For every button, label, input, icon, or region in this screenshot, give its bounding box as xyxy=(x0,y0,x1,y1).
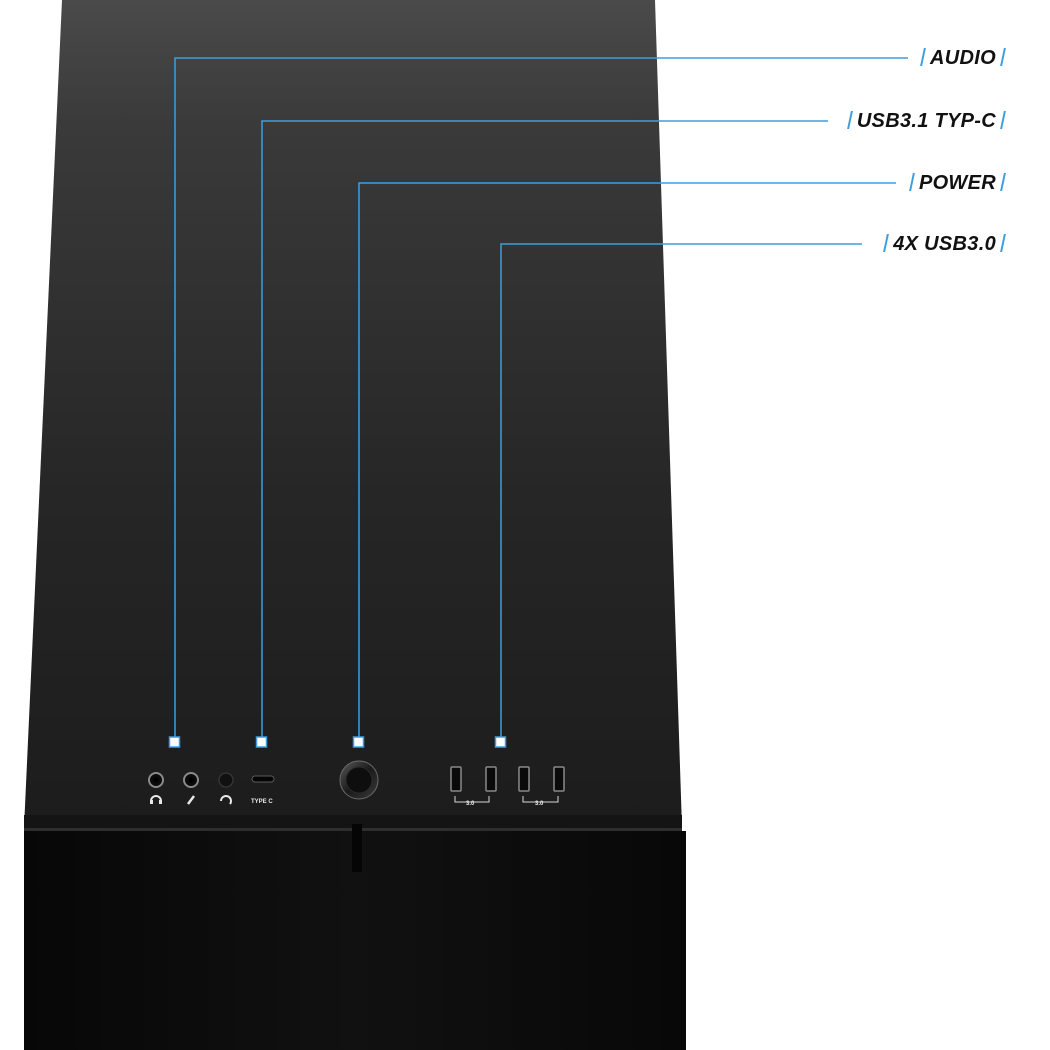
case-top-edge xyxy=(24,815,682,829)
audio-ports xyxy=(148,772,234,805)
usb-marker xyxy=(494,736,507,748)
callout-usb3: 4X USB3.0 xyxy=(879,232,1006,256)
usb-port-icon xyxy=(518,766,530,792)
reset-button xyxy=(218,772,234,788)
usb-group-2-label: 3.0 xyxy=(535,801,544,807)
usb-ports xyxy=(450,766,565,792)
callout-leaders xyxy=(174,57,908,742)
usb-group-1-label: 3.0 xyxy=(466,801,475,807)
power-button xyxy=(339,760,379,800)
typec-port: TYPE C xyxy=(251,775,275,805)
case-top-panel xyxy=(24,0,682,828)
typec-text: TYPE C xyxy=(251,799,273,805)
audio-marker xyxy=(168,736,181,748)
callout-usb-typec: USB3.1 TYP-C xyxy=(843,109,1006,133)
usb-port-icon xyxy=(553,766,565,792)
usb-port-icon xyxy=(485,766,497,792)
power-marker xyxy=(352,736,365,748)
usb-port-icon xyxy=(450,766,462,792)
callout-audio: AUDIO xyxy=(916,46,1006,70)
callout-markers xyxy=(168,736,507,748)
reset-icon xyxy=(220,795,232,805)
power-button-icon xyxy=(345,766,373,794)
typec-marker xyxy=(255,736,268,748)
callout-power: POWER xyxy=(905,171,1006,195)
headphone-icon xyxy=(150,795,162,802)
microphone-icon xyxy=(187,795,195,805)
